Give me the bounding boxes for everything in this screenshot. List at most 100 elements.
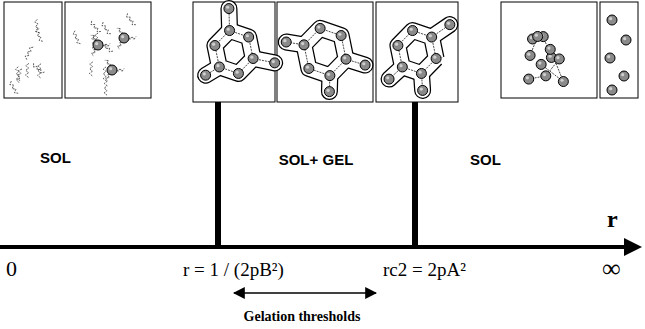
crosslinker-bead — [619, 71, 629, 81]
crosslinker-bead — [119, 33, 129, 43]
panel-frame — [376, 2, 458, 102]
crosslinker-bead — [607, 85, 617, 95]
crosslinker-bead — [341, 54, 351, 64]
bead-shine — [301, 42, 304, 45]
crosslinker-bead — [384, 74, 394, 84]
crosslinker-bead — [336, 31, 346, 41]
polymer-chain — [26, 63, 29, 77]
bead-shine — [527, 53, 530, 56]
gel-outline — [304, 28, 346, 75]
axis-label: r — [607, 206, 618, 232]
polymer-chain — [91, 21, 101, 32]
axis-arrowhead — [624, 238, 642, 256]
bead-shine — [547, 46, 550, 49]
polymer-chain — [35, 19, 40, 33]
crosslinker-bead — [281, 37, 291, 47]
crosslinker-bead — [233, 68, 243, 78]
bead-shine — [226, 6, 229, 9]
crosslinker-bead — [558, 77, 568, 87]
bead-shine — [560, 79, 563, 82]
crosslinker-bead — [416, 68, 426, 78]
bead-shine — [395, 43, 398, 46]
crosslinker-bead — [324, 87, 334, 97]
bead-shine — [212, 43, 215, 46]
bead-shine — [538, 62, 541, 65]
panel-frame — [600, 2, 638, 98]
polymer-chain — [127, 13, 136, 24]
gel-outline — [398, 31, 436, 74]
polymer-chain — [104, 81, 107, 95]
bead-shine — [236, 71, 239, 74]
gel-outline — [215, 31, 253, 74]
region-label: SOL+ GEL — [279, 152, 354, 169]
crosslinker-bead — [536, 59, 546, 69]
crosslinker-bead — [325, 71, 335, 81]
crosslinker-bead — [545, 44, 555, 54]
threshold-formula: rc2 = 2pA² — [383, 260, 466, 281]
bead-shine — [535, 34, 538, 37]
bead-shine — [399, 64, 402, 67]
panel-frame — [501, 2, 597, 98]
bead-shine — [429, 34, 432, 37]
crosslinker-bead — [270, 58, 280, 68]
crosslinker-bead — [224, 4, 234, 14]
crosslinker-bead — [524, 74, 534, 84]
crosslinker-bead — [393, 40, 403, 50]
bead-shine — [203, 72, 206, 75]
polymer-chain — [38, 64, 41, 78]
crosslinker-bead — [427, 32, 437, 42]
bead-shine — [95, 42, 98, 45]
caption-label: Gelation thresholds — [244, 309, 361, 324]
bead-shine — [609, 17, 612, 20]
bead-shine — [121, 35, 124, 38]
crosslinker-bead — [525, 50, 535, 60]
crosslinker-bead — [408, 26, 418, 36]
bead-shine — [283, 39, 286, 42]
gel-outline — [398, 31, 436, 74]
crosslinker-bead — [93, 40, 103, 50]
crosslinker-bead — [445, 20, 455, 30]
crosslinker-bead — [225, 26, 235, 36]
crosslinker-bead — [360, 60, 370, 70]
bead-shine — [362, 62, 365, 65]
polymer-chain — [89, 62, 92, 76]
bead-shine — [246, 34, 249, 37]
crosslinker-bead — [315, 23, 325, 33]
crosslinker-bead — [605, 53, 615, 63]
crosslinker-bead — [621, 35, 631, 45]
bead-shine — [419, 71, 422, 74]
crosslinker-bead — [107, 65, 117, 75]
crosslinker-bead — [299, 40, 309, 50]
bead-shine — [338, 33, 341, 36]
bead-shine — [543, 73, 546, 76]
bead-shine — [216, 64, 219, 67]
polymer-chain — [36, 28, 43, 41]
bead-shine — [272, 60, 275, 63]
bead-shine — [607, 55, 610, 58]
crosslinker-bead — [304, 63, 314, 73]
double-arrow — [234, 292, 376, 294]
axis-tick: 0 — [6, 257, 17, 281]
bead-shine — [549, 55, 552, 58]
polymer-chain — [73, 31, 80, 44]
bead-shine — [327, 89, 330, 92]
bead-shine — [609, 87, 612, 90]
bead-shine — [227, 28, 230, 31]
bead-shine — [250, 56, 253, 59]
bead-shine — [410, 28, 413, 31]
bead-shine — [621, 73, 624, 76]
panel-frame — [277, 2, 373, 102]
threshold-bar — [412, 102, 418, 249]
panel-frame — [65, 2, 151, 98]
bead-shine — [447, 22, 450, 25]
panel-frame — [4, 2, 62, 98]
bead-shine — [386, 76, 389, 79]
crosslinker-bead — [431, 54, 441, 64]
crosslinker-bead — [214, 62, 224, 72]
threshold-bar — [215, 102, 221, 249]
crosslinker-bead — [418, 85, 428, 95]
gel-outline — [215, 31, 253, 74]
crosslinker-bead — [201, 70, 211, 80]
bead-shine — [327, 73, 330, 76]
polymer-chain — [102, 22, 111, 34]
